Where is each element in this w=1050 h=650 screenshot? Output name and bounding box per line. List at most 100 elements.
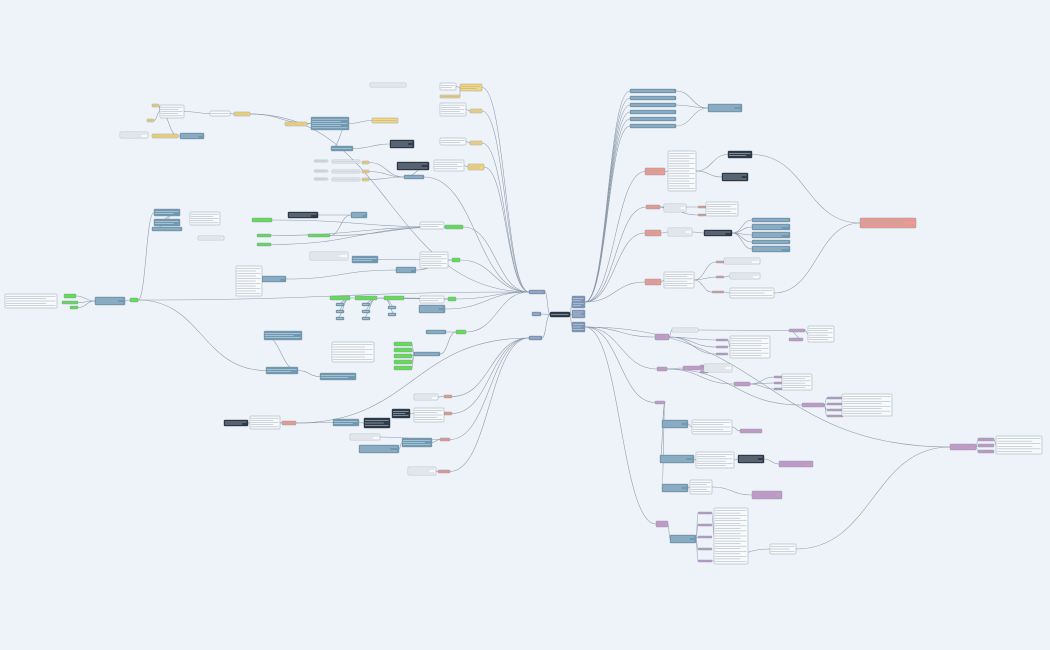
node-p33[interactable] bbox=[697, 559, 713, 563]
node-g12[interactable] bbox=[455, 329, 467, 335]
node-g14[interactable] bbox=[354, 295, 378, 301]
node-d-g1[interactable] bbox=[287, 211, 319, 219]
node-c-y12[interactable] bbox=[313, 159, 329, 163]
node-t-g21[interactable] bbox=[387, 305, 397, 310]
node-p15[interactable] bbox=[715, 345, 729, 349]
node-c-r8[interactable] bbox=[729, 287, 775, 299]
node-s-r9[interactable] bbox=[715, 275, 725, 279]
node-t-g6[interactable] bbox=[351, 255, 379, 264]
node-t-p2[interactable] bbox=[659, 454, 695, 464]
node-c-s4[interactable] bbox=[349, 433, 381, 441]
node-t-p4[interactable] bbox=[669, 534, 697, 544]
node-root[interactable] bbox=[549, 311, 571, 318]
node-p14[interactable] bbox=[715, 338, 729, 342]
node-d-s1[interactable] bbox=[223, 419, 249, 427]
node-b-r2[interactable] bbox=[571, 309, 586, 319]
node-c-y8[interactable] bbox=[369, 82, 407, 88]
node-t-g5[interactable] bbox=[350, 211, 368, 219]
node-c-y14[interactable] bbox=[313, 177, 329, 181]
node-c-y13[interactable] bbox=[313, 169, 329, 173]
node-s2[interactable] bbox=[443, 411, 453, 416]
node-b-l2[interactable] bbox=[531, 311, 542, 317]
node-c-y4[interactable] bbox=[439, 102, 467, 117]
node-c-g3[interactable] bbox=[197, 235, 225, 241]
node-s3[interactable] bbox=[439, 437, 451, 442]
node-s1[interactable] bbox=[443, 394, 453, 399]
node-c-s1[interactable] bbox=[249, 415, 281, 430]
node-d-r1[interactable] bbox=[727, 150, 753, 159]
node-c-p2[interactable] bbox=[729, 335, 771, 359]
node-s-r1[interactable] bbox=[644, 167, 666, 176]
node-p7[interactable] bbox=[654, 400, 666, 405]
node-c-r4[interactable] bbox=[667, 227, 693, 237]
node-p1[interactable] bbox=[654, 333, 670, 341]
node-c-p4[interactable] bbox=[781, 373, 813, 391]
node-c-y11[interactable] bbox=[331, 177, 361, 182]
node-p5[interactable] bbox=[788, 328, 806, 333]
node-g3[interactable] bbox=[61, 300, 79, 305]
node-t-g14[interactable] bbox=[319, 372, 357, 381]
node-c-y1[interactable] bbox=[159, 104, 185, 119]
node-c-g9[interactable] bbox=[419, 295, 445, 304]
node-g8[interactable] bbox=[307, 233, 331, 238]
node-t-r12[interactable] bbox=[751, 245, 791, 253]
node-g16[interactable] bbox=[393, 341, 413, 347]
node-t-r6[interactable] bbox=[629, 123, 677, 129]
node-p11[interactable] bbox=[739, 428, 763, 434]
node-c-p9[interactable] bbox=[713, 507, 749, 565]
node-c-r6[interactable] bbox=[723, 257, 761, 265]
node-c-y6[interactable] bbox=[433, 159, 465, 172]
node-g6[interactable] bbox=[256, 233, 272, 238]
node-y14[interactable] bbox=[151, 133, 179, 139]
node-b-l3[interactable] bbox=[528, 335, 543, 341]
node-t-y4[interactable] bbox=[403, 174, 425, 180]
node-c-r2[interactable] bbox=[663, 203, 687, 213]
node-t-g12[interactable] bbox=[263, 330, 303, 341]
node-y6[interactable] bbox=[233, 111, 251, 117]
node-t-s3[interactable] bbox=[401, 437, 433, 448]
node-p20[interactable] bbox=[773, 381, 783, 385]
node-g4[interactable] bbox=[69, 305, 79, 310]
node-t-g3[interactable] bbox=[153, 218, 181, 227]
node-p28[interactable] bbox=[977, 449, 995, 454]
node-c-p7[interactable] bbox=[695, 451, 735, 469]
node-c-r3[interactable] bbox=[705, 201, 739, 217]
node-t-g18[interactable] bbox=[361, 302, 371, 307]
node-c-g2[interactable] bbox=[189, 211, 221, 226]
node-c-p8[interactable] bbox=[689, 479, 713, 495]
node-t-s1[interactable] bbox=[332, 418, 360, 427]
node-s5[interactable] bbox=[281, 420, 297, 426]
node-c-y3[interactable] bbox=[439, 82, 457, 91]
node-g9[interactable] bbox=[444, 224, 464, 230]
node-p2[interactable] bbox=[656, 366, 668, 372]
node-g19[interactable] bbox=[393, 359, 413, 365]
node-g2[interactable] bbox=[63, 293, 77, 299]
node-g20[interactable] bbox=[393, 365, 413, 371]
node-c-y7[interactable] bbox=[119, 131, 149, 139]
node-y2[interactable] bbox=[439, 94, 461, 99]
node-p12[interactable] bbox=[778, 460, 814, 468]
node-d-r3[interactable] bbox=[703, 229, 733, 237]
node-c-p1[interactable] bbox=[671, 327, 699, 333]
node-p21[interactable] bbox=[773, 387, 783, 391]
node-g13[interactable] bbox=[329, 295, 351, 301]
node-g17[interactable] bbox=[393, 347, 413, 353]
node-t-g19[interactable] bbox=[361, 309, 371, 314]
node-c-y10[interactable] bbox=[331, 169, 361, 174]
node-g7[interactable] bbox=[256, 242, 272, 247]
node-s-r10[interactable] bbox=[711, 290, 725, 294]
node-t-g7[interactable] bbox=[395, 266, 417, 274]
node-c-p5[interactable] bbox=[841, 393, 893, 417]
node-p23[interactable] bbox=[826, 402, 844, 406]
node-c-g7[interactable] bbox=[331, 341, 375, 363]
node-t-s2[interactable] bbox=[358, 444, 400, 454]
node-t-r3[interactable] bbox=[629, 102, 677, 108]
node-t-g13[interactable] bbox=[265, 366, 299, 375]
node-c-g4[interactable] bbox=[235, 265, 263, 297]
node-p22[interactable] bbox=[826, 396, 844, 400]
node-c-r5[interactable] bbox=[663, 271, 695, 289]
node-t-r10[interactable] bbox=[751, 231, 791, 239]
node-b-l1[interactable] bbox=[528, 289, 546, 295]
node-s-r3[interactable] bbox=[644, 229, 662, 237]
node-y5[interactable] bbox=[467, 163, 485, 171]
